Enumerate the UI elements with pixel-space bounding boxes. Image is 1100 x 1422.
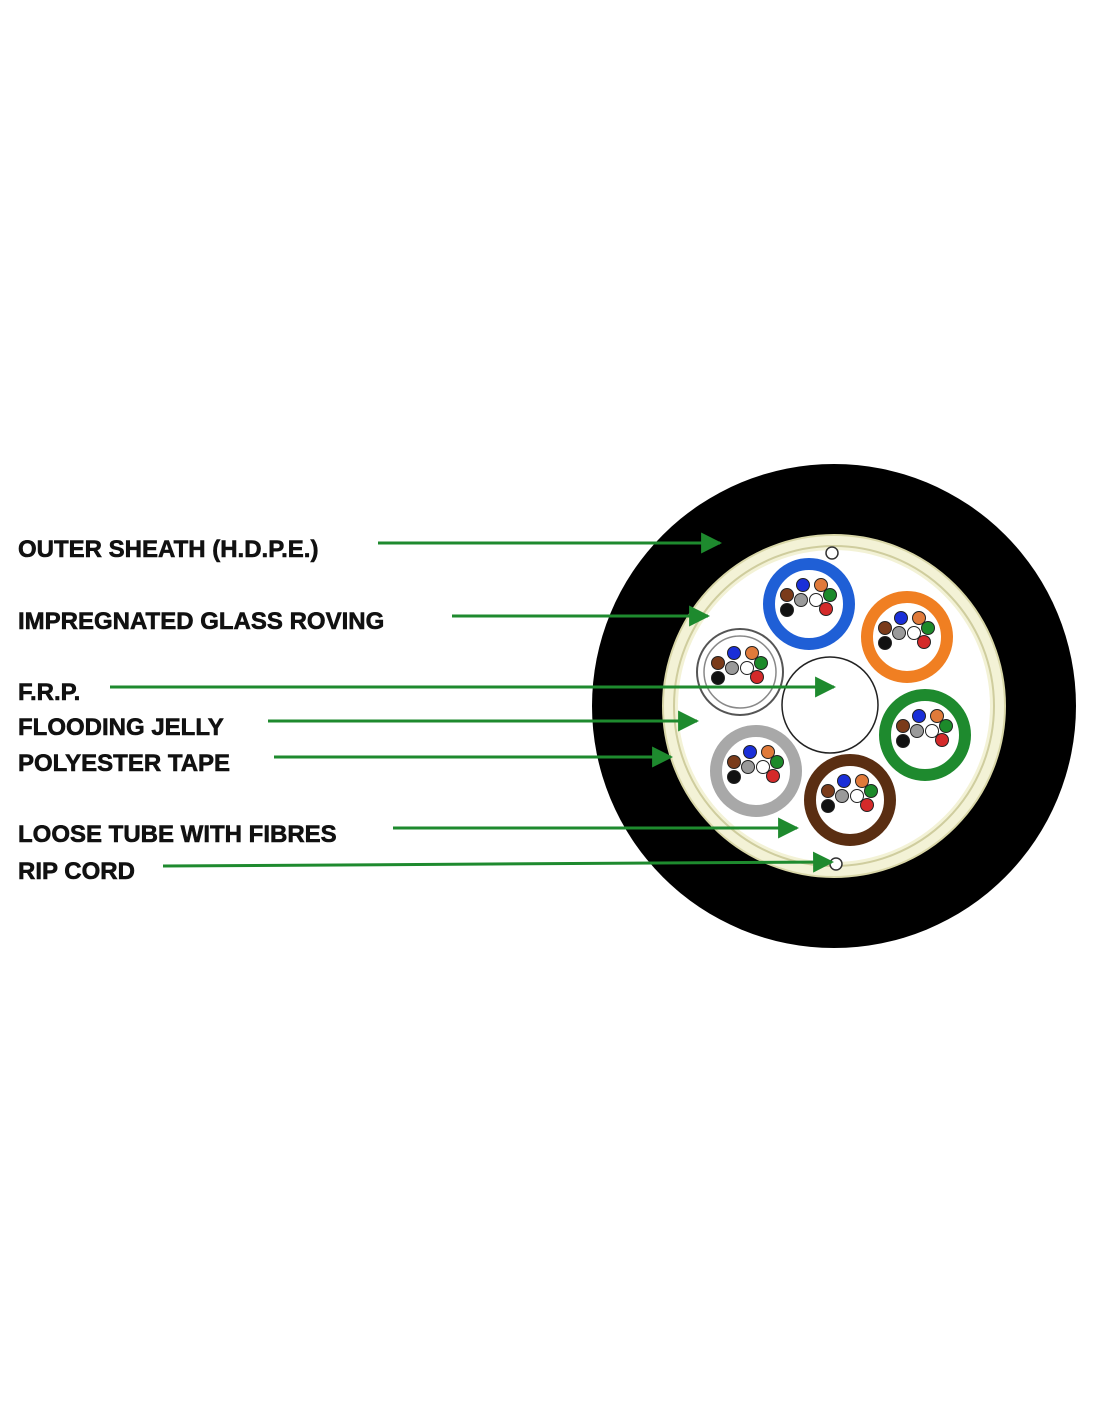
loose-tube-brown [804,754,896,846]
fibre-brown [711,656,725,670]
fibre-red [935,733,949,747]
loose-tube-green [879,689,971,781]
fibre-black [896,734,910,748]
fibre-red [819,602,833,616]
rip-cord-bottom [829,857,843,871]
fibre-green [770,755,784,769]
fibre-orange [761,745,775,759]
fibre-white [756,760,770,774]
fibre-brown [780,588,794,602]
labels: OUTER SHEATH (H.D.P.E.) IMPREGNATED GLAS… [18,536,385,886]
frp-central-member [781,656,879,754]
fibre-blue [727,646,741,660]
fibre-white [850,789,864,803]
fibre-blue [796,578,810,592]
fibre-red [766,769,780,783]
fibre-grey [835,789,849,803]
fibre-red [860,798,874,812]
fibre-white [907,626,921,640]
loose-tube-orange [861,591,953,683]
fibre-black [780,603,794,617]
loose-tube-grey [710,725,802,817]
tube-wall [804,754,896,846]
label-outer-sheath: OUTER SHEATH (H.D.P.E.) [18,536,318,563]
fibre-orange [814,578,828,592]
fibre-white [740,661,754,675]
fibre-brown [727,755,741,769]
fibre-brown [896,719,910,733]
fibre-orange [930,709,944,723]
fibre-white [925,724,939,738]
fibre-brown [821,784,835,798]
loose-tube-blue [763,558,855,650]
tube-wall [879,689,971,781]
fibre-blue [743,745,757,759]
tube-wall [763,558,855,650]
tube-wall [696,628,784,716]
fibre-blue [912,709,926,723]
tube-inner-wall [703,635,777,709]
label-frp: F.R.P. [18,679,80,706]
fibre-black [821,799,835,813]
fibre-orange [745,646,759,660]
arrows [110,532,837,873]
fibre-grey [794,593,808,607]
fibre-black [878,636,892,650]
fibre-grey [741,760,755,774]
fibre-green [864,784,878,798]
fibre-blue [837,774,851,788]
label-polyester-tape: POLYESTER TAPE [18,750,230,777]
rip-cord-top [825,546,839,560]
fibre-green [754,656,768,670]
loose-tube-white [696,628,784,716]
fibre-green [823,588,837,602]
fibre-green [939,719,953,733]
fibre-red [750,670,764,684]
fibre-black [711,671,725,685]
cable [592,464,1076,948]
loose-tubes [696,558,971,846]
fibre-orange [912,611,926,625]
label-glass-roving: IMPREGNATED GLASS ROVING [18,608,384,635]
tube-wall [710,725,802,817]
fibre-grey [910,724,924,738]
fibre-red [917,635,931,649]
fibre-white [809,593,823,607]
fibre-orange [855,774,869,788]
label-flooding-jelly: FLOODING JELLY [18,714,224,741]
fibre-brown [878,621,892,635]
label-rip-cord: RIP CORD [18,858,135,885]
arrow-rip-cord [162,851,835,873]
tube-wall [861,591,953,683]
fibre-grey [892,626,906,640]
fibre-grey [725,661,739,675]
fibre-black [727,770,741,784]
fibre-green [921,621,935,635]
label-loose-tube: LOOSE TUBE WITH FIBRES [18,821,337,848]
fibre-blue [894,611,908,625]
